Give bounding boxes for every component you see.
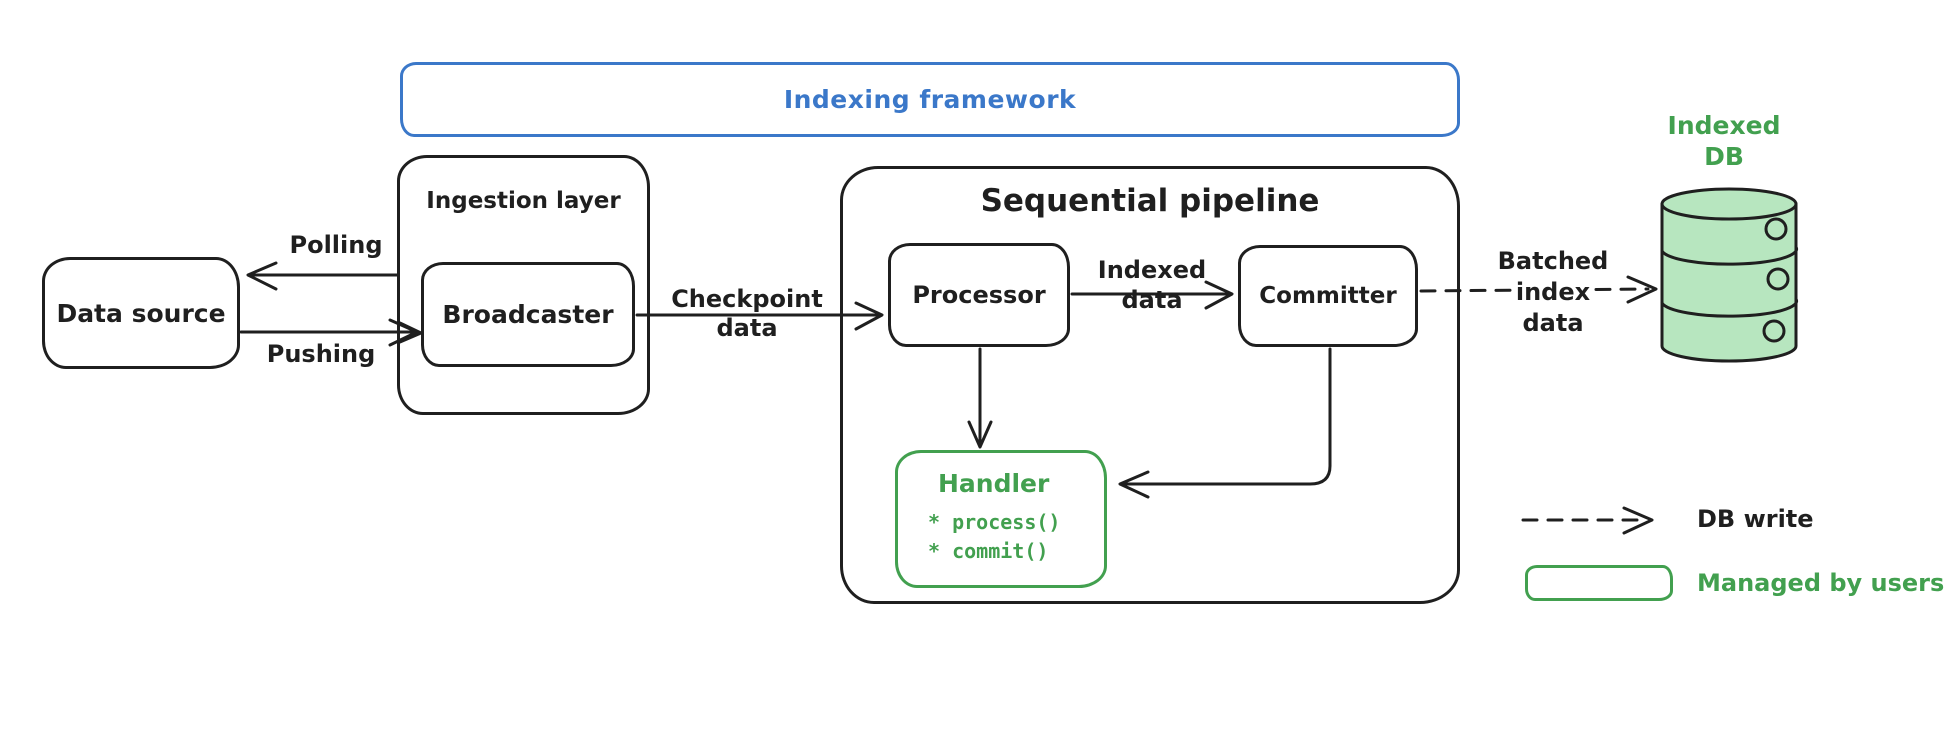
checkpoint-data-edge-label: Checkpoint data	[671, 285, 823, 343]
indexed-db-label-line1: Indexed	[1667, 111, 1781, 140]
data-source-label: Data source	[56, 298, 226, 328]
data-source-node: Data source	[42, 257, 240, 369]
pushing-edge-label: Pushing	[266, 340, 376, 368]
indexed-label-line1: Indexed	[1097, 256, 1207, 284]
batched-label-line3: data	[1522, 309, 1584, 337]
committer-to-handler-arrow	[1118, 347, 1332, 499]
indexed-db-icon	[1660, 187, 1799, 363]
indexed-data-edge-label: Indexed data	[1098, 255, 1206, 315]
processor-to-handler-arrow	[967, 347, 993, 449]
batched-label-line1: Batched	[1497, 247, 1609, 275]
processor-label: Processor	[912, 281, 1046, 309]
legend-db-write-label: DB write	[1697, 505, 1814, 533]
checkpoint-label-line1: Checkpoint	[671, 285, 823, 313]
committer-node: Committer	[1238, 245, 1418, 347]
sequential-pipeline-label: Sequential pipeline	[980, 183, 1320, 219]
handler-label: Handler	[938, 469, 1050, 498]
polling-edge-label: Polling	[289, 231, 383, 259]
batched-index-data-edge-label: Batched index data	[1498, 246, 1609, 339]
sequential-pipeline-node: Sequential pipeline	[840, 166, 1460, 604]
ingestion-layer-node: Ingestion layer	[397, 155, 650, 415]
batched-label-line2: index	[1511, 278, 1595, 306]
handler-method-process: * process()	[928, 510, 1061, 534]
indexed-db-label: Indexed DB	[1668, 110, 1781, 172]
broadcaster-label: Broadcaster	[442, 300, 614, 329]
checkpoint-label-line2: data	[716, 314, 778, 342]
legend-managed-by-users-swatch	[1525, 565, 1673, 601]
handler-node: Handler * process() * commit()	[895, 450, 1107, 588]
processor-node: Processor	[888, 243, 1070, 347]
checkpoint-data-arrow	[635, 301, 884, 331]
broadcaster-node: Broadcaster	[421, 262, 635, 367]
legend-db-write-arrow	[1521, 506, 1654, 535]
handler-method-commit: * commit()	[928, 539, 1049, 563]
legend-managed-by-users-label: Managed by users	[1697, 569, 1945, 597]
ingestion-layer-label: Ingestion layer	[426, 188, 621, 214]
indexing-framework-frame: Indexing framework	[400, 62, 1460, 137]
indexing-framework-title: Indexing framework	[783, 85, 1077, 114]
committer-label: Committer	[1259, 283, 1397, 309]
indexed-db-label-line2: DB	[1704, 142, 1744, 171]
polling-arrow	[246, 261, 399, 291]
indexed-data-arrow	[1070, 280, 1234, 310]
indexed-label-line2: data	[1121, 286, 1183, 314]
